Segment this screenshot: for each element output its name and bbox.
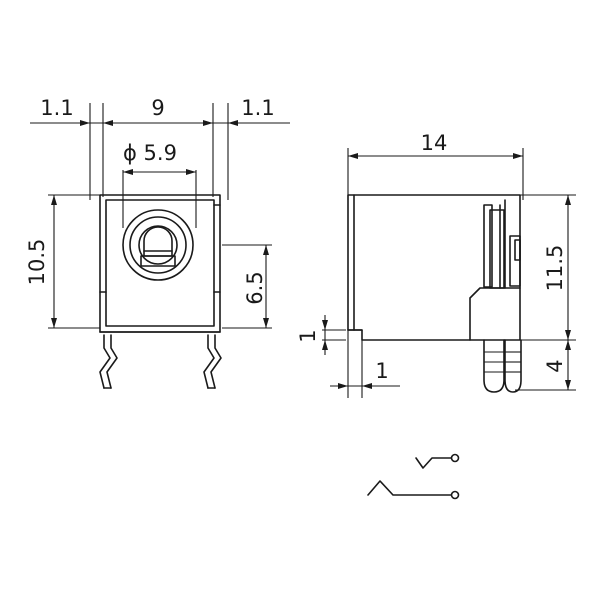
socket-contact	[143, 226, 173, 257]
arrow	[565, 340, 571, 350]
dim-body-height: 11.5	[543, 245, 567, 292]
arrow	[263, 245, 269, 255]
pin-left	[106, 334, 118, 389]
arrow	[565, 195, 571, 205]
arrow	[228, 120, 238, 126]
front-body-face	[105, 199, 215, 327]
socket-inner-ring	[129, 216, 187, 274]
switch-contact-lower	[367, 480, 453, 496]
switch-contact-upper	[415, 457, 453, 469]
side-body-outline	[347, 194, 521, 341]
arrow	[362, 383, 372, 389]
dim-width: 9	[151, 96, 164, 120]
pin-right	[203, 334, 215, 389]
arrow	[565, 330, 571, 340]
socket-base-plate	[140, 255, 176, 267]
dim-side-left: 1.1	[40, 96, 73, 120]
terminal-plate	[483, 204, 493, 288]
terminal-dot-lower	[450, 490, 460, 500]
arrow	[80, 120, 90, 126]
dim-side-right: 1.1	[241, 96, 274, 120]
pin-right	[210, 334, 222, 389]
arrow	[348, 153, 358, 159]
terminal-tab	[514, 239, 521, 261]
arrow	[51, 318, 57, 328]
arrow	[565, 380, 571, 390]
socket-outer-ring	[122, 209, 194, 281]
dim-height: 10.5	[25, 239, 49, 286]
side-view: 14 11.5 4 1 1	[296, 131, 576, 398]
arrow	[322, 320, 328, 330]
terminal-block	[469, 287, 521, 341]
pin-side	[483, 339, 505, 393]
arrow	[338, 383, 348, 389]
pin-left	[99, 334, 111, 389]
jack-switch-symbol	[367, 453, 460, 500]
dim-tab-height: 1	[296, 329, 320, 342]
pin-side	[504, 339, 522, 393]
front-view: 1.1 9 1.1 ϕ 5.9 10.5 6.5	[25, 96, 290, 389]
terminal-spring	[509, 235, 521, 287]
dim-hole-diameter: ϕ 5.9	[123, 141, 177, 165]
socket-hole	[138, 225, 178, 265]
arrow	[51, 195, 57, 205]
terminal-dot-upper	[450, 453, 460, 463]
dim-pin-length: 4	[543, 359, 567, 372]
arrow	[123, 169, 133, 175]
arrow	[513, 153, 523, 159]
dim-center-height: 6.5	[243, 271, 267, 304]
arrow	[322, 340, 328, 350]
arrow	[263, 318, 269, 328]
arrow	[103, 120, 113, 126]
arrow	[186, 169, 196, 175]
dim-depth: 14	[421, 131, 448, 155]
dim-tab-width: 1	[375, 359, 388, 383]
arrow	[203, 120, 213, 126]
